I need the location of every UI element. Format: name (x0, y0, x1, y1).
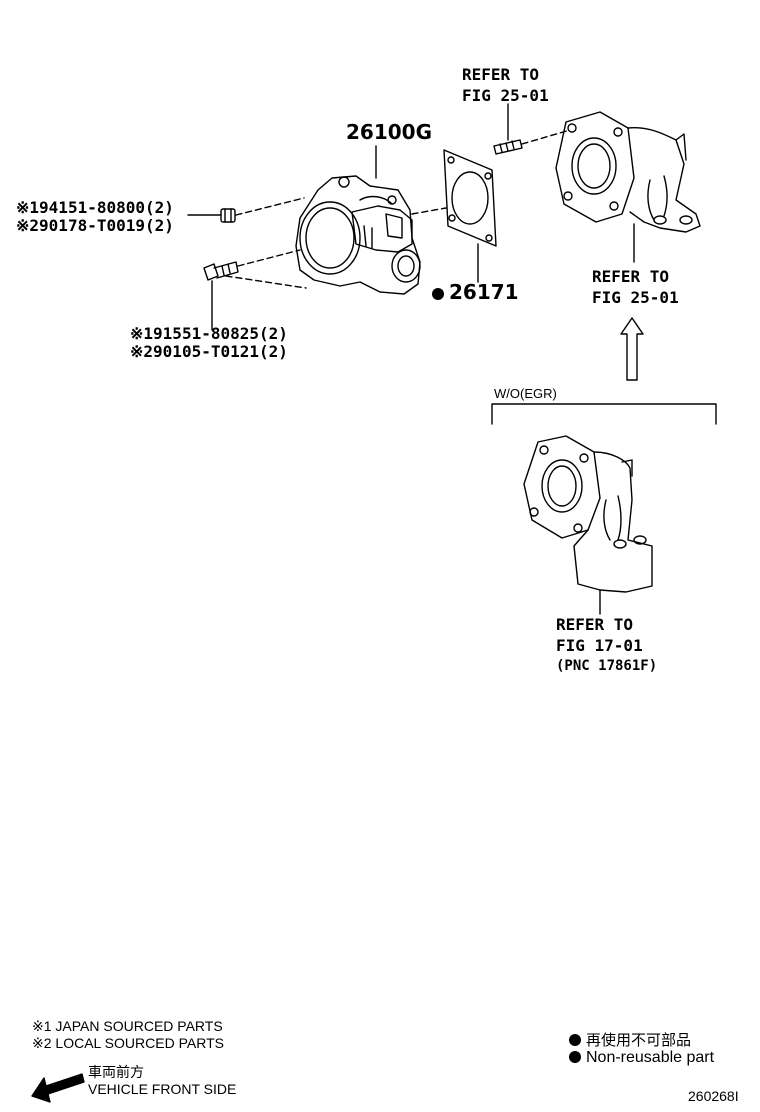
nut-callout-line1: ※194151-80800(2) (16, 198, 174, 217)
bolt-callout-line2: ※290105-T0121(2) (130, 342, 288, 361)
nut-drawing (187, 197, 305, 223)
gasket-callout: 26171 (432, 280, 519, 304)
variant-label: W/O(EGR) (494, 386, 557, 401)
stud-refer-line1: REFER TO (462, 65, 540, 84)
throttle-body-callout: 26100G (346, 120, 432, 144)
nonreusable-marker-icon (432, 288, 444, 300)
variant-bracket (491, 403, 717, 425)
bolt-drawing (203, 249, 307, 331)
hollow-arrow-up-icon (620, 317, 644, 381)
legend-nonreusable-jp-row: 再使用不可部品 (569, 1029, 691, 1050)
nonreusable-marker-icon (569, 1034, 581, 1046)
stud-refer-line2: FIG 25-01 (462, 86, 549, 105)
throttle-body-drawing (295, 145, 421, 295)
alt-refer-line2: FIG 17-01 (556, 636, 643, 655)
legend-nonreusable-en-row: Non-reusable part (569, 1049, 714, 1067)
nonreusable-marker-icon (569, 1051, 581, 1063)
manifold-refer-line2: FIG 25-01 (592, 288, 679, 307)
nut-callout-line2: ※290178-T0019(2) (16, 216, 174, 235)
manifold-drawing (555, 111, 701, 263)
bolt-callout-line1: ※191551-80825(2) (130, 324, 288, 343)
legend-nonreusable-en: Non-reusable part (586, 1049, 715, 1066)
gasket-part-number: 26171 (449, 280, 519, 304)
alt-manifold-drawing (523, 435, 653, 615)
alt-refer-line1: REFER TO (556, 615, 634, 634)
alt-refer-line3: (PNC 17861F) (556, 658, 658, 674)
legend-front-jp: 車両前方 (88, 1064, 144, 1080)
vehicle-front-arrow-icon (31, 1073, 85, 1103)
stud-drawing (493, 103, 571, 155)
gasket-drawing (411, 149, 497, 283)
alt-manifold-reference: REFER TO FIG 17-01 (PNC 17861F) (556, 614, 657, 677)
legend-local-parts: ※2 LOCAL SOURCED PARTS (32, 1035, 224, 1051)
manifold-refer-line1: REFER TO (592, 267, 670, 286)
figure-id: 260268I (688, 1088, 739, 1104)
legend-front-en: VEHICLE FRONT SIDE (88, 1081, 237, 1097)
legend-nonreusable-jp: 再使用不可部品 (586, 1032, 692, 1049)
stud-reference: REFER TO FIG 25-01 (462, 64, 549, 106)
legend-japan-parts: ※1 JAPAN SOURCED PARTS (32, 1018, 223, 1034)
manifold-reference: REFER TO FIG 25-01 (592, 266, 679, 308)
